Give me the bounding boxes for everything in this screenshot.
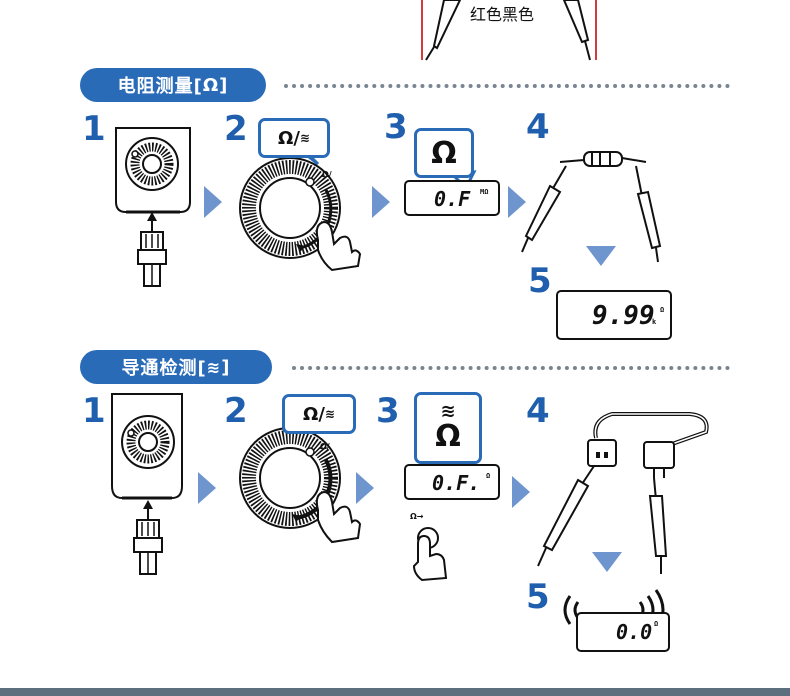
s2-black-probe xyxy=(648,477,668,574)
s1-flow-arrow-3 xyxy=(508,186,526,218)
s1-step-4: 4 xyxy=(526,107,550,147)
s1-mode-symbol-box: Ω xyxy=(414,128,474,178)
s1-title-text: 电阻测量[ xyxy=(117,76,203,97)
s1-lcd5-unit-prefix: k xyxy=(652,318,657,326)
s1-hand-icon xyxy=(315,220,362,272)
s1-selector-label-box: Ω/ ≋ xyxy=(258,118,330,158)
s1-step-1: 1 xyxy=(82,109,106,149)
s1-title-end: ] xyxy=(219,74,229,96)
s2-mode-symbol-box: ≋ Ω xyxy=(414,392,482,464)
s2-selector-label: Ω/ xyxy=(303,403,325,425)
s2-lcd5-reading: 0.0 xyxy=(616,620,653,644)
s2-selector-label-box: Ω/ ≋ xyxy=(282,394,356,434)
s2-lcd-step3: 0.F. Ω xyxy=(404,464,500,500)
s2-mode-symbol: Ω xyxy=(435,419,461,454)
s2-test-cable xyxy=(587,412,709,478)
s2-rotary-dial xyxy=(239,427,341,529)
s2-step-2: 2 xyxy=(224,391,248,431)
s2-title-icon: ≋ xyxy=(206,357,222,377)
bottom-strip xyxy=(0,688,790,696)
s1-mode-symbol: Ω xyxy=(431,135,457,171)
s1-flow-arrow-2 xyxy=(372,186,390,218)
s1-lcd5-reading: 9.99 xyxy=(592,301,655,331)
s2-flow-arrow-3 xyxy=(512,476,530,508)
s1-flow-arrow-down xyxy=(586,246,616,266)
s2-step-1: 1 xyxy=(82,391,106,431)
s2-flow-arrow-1 xyxy=(198,472,216,504)
s2-divider-dots xyxy=(292,366,730,370)
s1-step-2: 2 xyxy=(224,109,248,149)
s1-lcd-step5: 9.99 k Ω xyxy=(556,290,672,340)
s2-mode-continuity-icon: ≋ xyxy=(440,401,456,422)
s2-continuity-icon: ≋ xyxy=(324,407,335,421)
s1-rotary-dial xyxy=(239,157,341,259)
s1-title-symbol: Ω xyxy=(202,74,220,96)
s2-title-end: ] xyxy=(221,356,231,378)
s1-black-probe xyxy=(635,165,662,263)
s2-flow-arrow-down xyxy=(592,552,622,572)
s2-lcd5-unit: Ω xyxy=(654,620,659,628)
s2-title-text: 导通检测[ xyxy=(121,358,207,379)
s1-lcd3-reading: 0.F xyxy=(434,187,471,211)
s1-continuity-icon: ≋ xyxy=(299,131,310,145)
s1-flow-arrow-1 xyxy=(204,186,222,218)
s2-lcd3-unit: Ω xyxy=(486,472,491,480)
s1-selector-label: Ω/ xyxy=(278,127,300,149)
s2-plug xyxy=(133,519,163,575)
s2-meter-body xyxy=(111,393,183,500)
s2-dial-label: Ω/ xyxy=(320,442,330,451)
top-caption: 红色黑色 xyxy=(470,5,535,24)
s2-red-probe xyxy=(537,465,595,567)
s2-title-pill: 导通检测[≋] xyxy=(80,350,272,384)
s1-dial-label: Ω/ xyxy=(322,170,332,179)
s2-step-5: 5 xyxy=(526,577,550,617)
s1-meter-body xyxy=(115,127,191,214)
s1-step-3: 3 xyxy=(384,107,408,147)
s1-lcd-step3: 0.F MΩ xyxy=(404,180,500,216)
s2-button-label: Ω→ xyxy=(410,512,424,521)
s2-flow-arrow-2 xyxy=(356,472,374,504)
s2-lcd-step5: 0.0 Ω xyxy=(576,612,670,652)
s2-step-4: 4 xyxy=(526,391,550,431)
s1-title-pill: 电阻测量[Ω] xyxy=(80,68,266,102)
s1-red-probe xyxy=(521,165,567,253)
s1-step-5: 5 xyxy=(528,261,552,301)
s2-button-hand xyxy=(412,527,448,582)
s2-step-3: 3 xyxy=(376,391,400,431)
s1-lcd5-unit: Ω xyxy=(660,306,665,314)
top-probe-frame xyxy=(421,0,597,61)
s2-hand-icon xyxy=(315,490,362,544)
s1-plug xyxy=(137,231,167,287)
s1-resistor xyxy=(559,151,647,167)
s1-divider-dots xyxy=(284,84,730,88)
s1-lcd3-unit: MΩ xyxy=(480,188,489,196)
s2-lcd3-reading: 0.F. xyxy=(432,471,481,495)
